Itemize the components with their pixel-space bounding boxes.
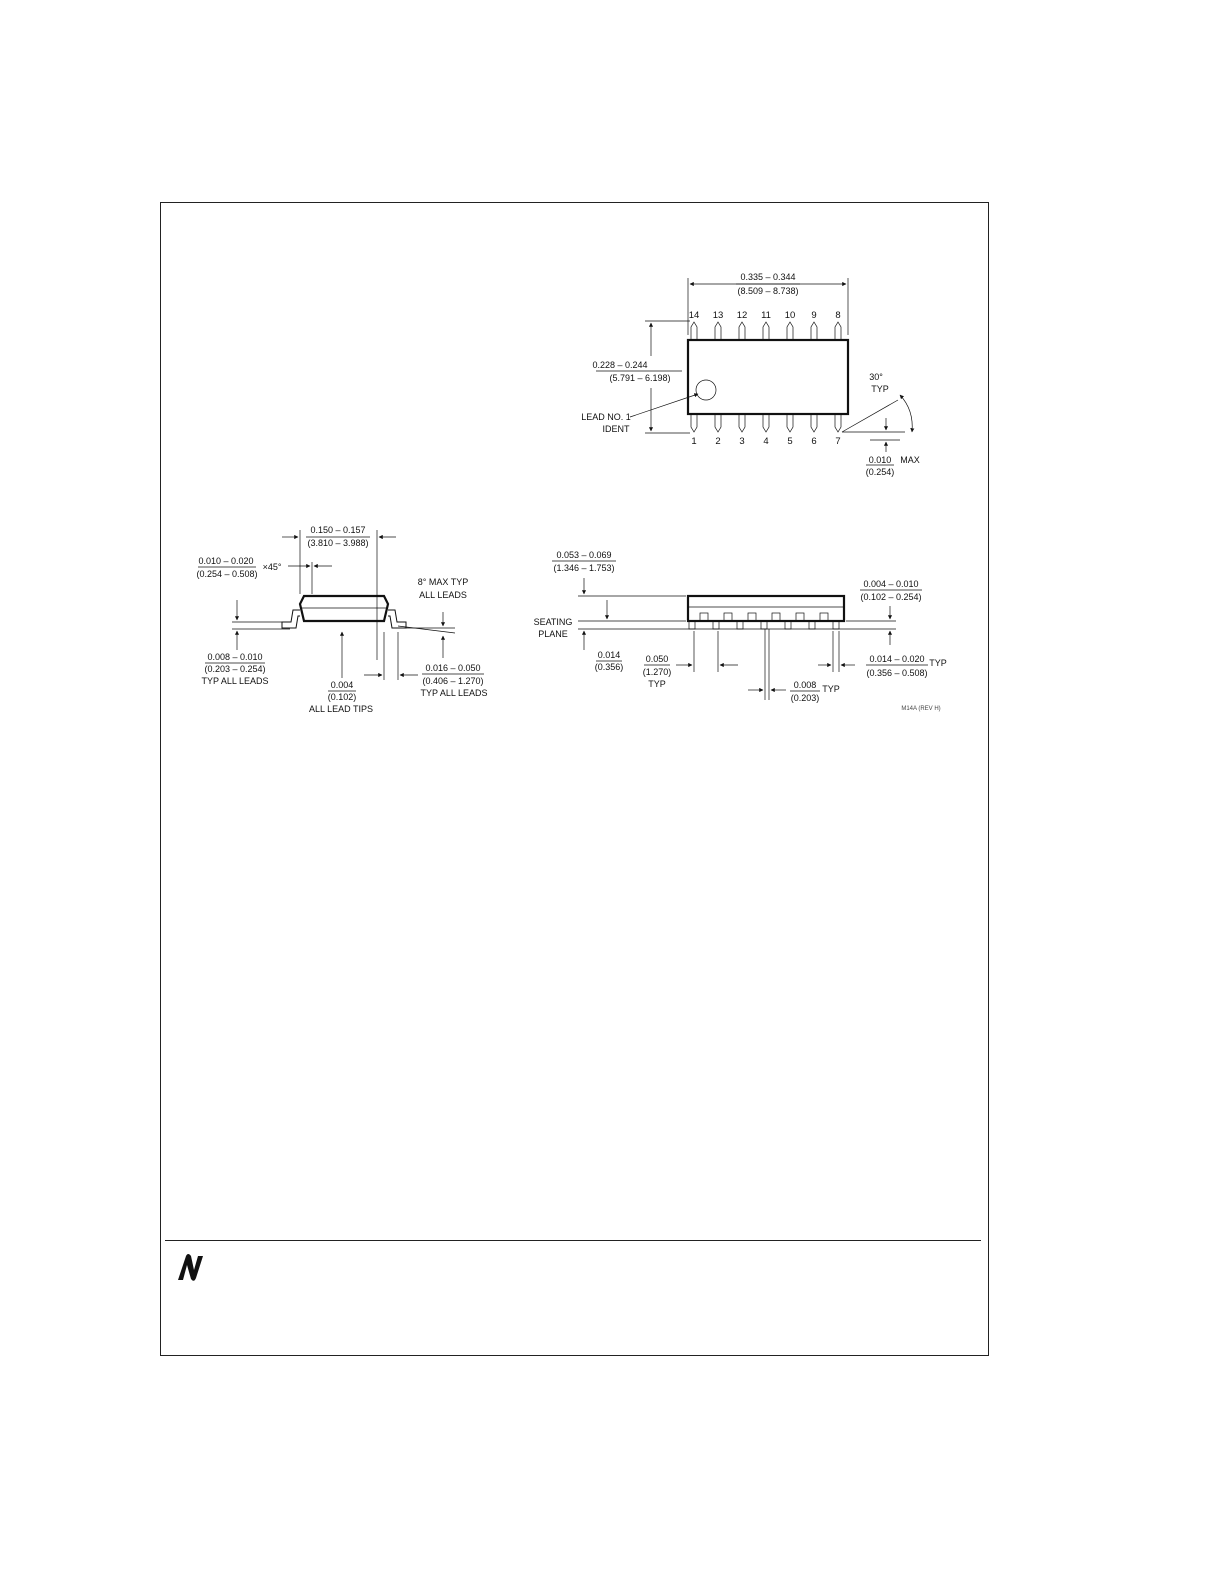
lead1-label-ident: IDENT [603, 424, 631, 434]
package-body-side [686, 594, 846, 623]
chamfer-mm: (0.254 – 0.508) [196, 569, 257, 579]
lead-thick-mm: (0.203 – 0.254) [204, 664, 265, 674]
max-dim-in: 0.010 [869, 455, 892, 465]
lead-width-mm: (0.356 – 0.508) [866, 668, 927, 678]
pin-label: 10 [785, 310, 796, 321]
package-body-end [298, 594, 390, 623]
pin-label: 4 [763, 436, 768, 447]
lead-thick-note: TYP ALL LEADS [201, 676, 268, 686]
pin-label: 11 [761, 310, 771, 321]
width-dim-in: 0.228 – 0.244 [592, 360, 647, 370]
company-logo-icon [178, 1254, 203, 1281]
pin1-ident-dot [695, 379, 717, 401]
pin-label: 5 [787, 436, 792, 447]
max-dim-mm: (0.254) [866, 467, 895, 477]
height-dim-mm: (1.346 – 1.753) [553, 563, 614, 573]
top-leads [690, 321, 842, 340]
tip-dim-in: 0.004 [331, 680, 354, 690]
chamfer-angle: ×45° [263, 562, 282, 572]
length-dim-in: 0.335 – 0.344 [740, 272, 795, 282]
top-view: 14 13 12 11 10 9 8 1 2 3 4 5 6 7 0.335 –… [581, 272, 920, 477]
lead-width-in: 0.014 – 0.020 [869, 654, 924, 664]
tip-note: ALL LEAD TIPS [309, 704, 373, 714]
lead-angle-label: 8° MAX TYP [418, 577, 468, 587]
width-dim-mm: (5.791 – 6.198) [609, 373, 670, 383]
angle-label: 30° [869, 372, 883, 382]
seating-label-2: PLANE [538, 629, 568, 639]
seat-dim-mm: (0.356) [595, 662, 624, 672]
pin-label: 9 [811, 310, 816, 321]
gap-dim-mm: (0.203) [791, 693, 820, 703]
foot-len-in: 0.016 – 0.050 [425, 663, 480, 673]
body-width-in: 0.150 – 0.157 [310, 525, 365, 535]
body-width-mm: (3.810 – 3.988) [307, 538, 368, 548]
pin-label: 7 [835, 436, 840, 447]
pin-label: 3 [739, 436, 744, 447]
pin-label: 12 [737, 310, 748, 321]
seat-dim-in: 0.014 [598, 650, 621, 660]
height-dim-in: 0.053 – 0.069 [556, 550, 611, 560]
foot-len-mm: (0.406 – 1.270) [422, 676, 483, 686]
footer-divider [165, 1240, 981, 1241]
pitch-dim-in: 0.050 [646, 654, 669, 664]
pin-label: 14 [689, 310, 700, 321]
lead-width-typ: TYP [929, 658, 947, 668]
angle-typ-label: TYP [871, 384, 889, 394]
pin-label: 8 [835, 310, 840, 321]
length-dim-mm: (8.509 – 8.738) [737, 286, 798, 296]
bottom-leads [690, 414, 842, 433]
lead-thick-in: 0.008 – 0.010 [207, 652, 262, 662]
end-view: 0.150 – 0.157 (3.810 – 3.988) 0.010 – 0.… [196, 525, 487, 714]
standoff-mm: (0.102 – 0.254) [860, 592, 921, 602]
side-view: 0.053 – 0.069 (1.346 – 1.753) SEATING PL… [534, 550, 947, 712]
gap-dim-in: 0.008 [794, 680, 817, 690]
gap-typ: TYP [822, 684, 840, 694]
package-body-top [686, 338, 850, 416]
pitch-dim-mm: (1.270) [643, 667, 672, 677]
pin-label: 6 [811, 436, 816, 447]
foot-len-note: TYP ALL LEADS [420, 688, 487, 698]
standoff-in: 0.004 – 0.010 [863, 579, 918, 589]
drawing-id: M14A (REV H) [901, 706, 940, 712]
pitch-typ: TYP [648, 679, 666, 689]
tip-dim-mm: (0.102) [328, 692, 357, 702]
seating-label: SEATING [534, 617, 573, 627]
chamfer-in: 0.010 – 0.020 [198, 556, 253, 566]
lead-angle-label-2: ALL LEADS [419, 590, 467, 600]
drawing-frame [160, 202, 989, 1356]
pin-label: 2 [715, 436, 720, 447]
max-label: MAX [900, 455, 920, 465]
pin-label: 1 [691, 436, 696, 447]
lead1-label: LEAD NO. 1 [581, 412, 631, 422]
pin-label: 13 [713, 310, 724, 321]
